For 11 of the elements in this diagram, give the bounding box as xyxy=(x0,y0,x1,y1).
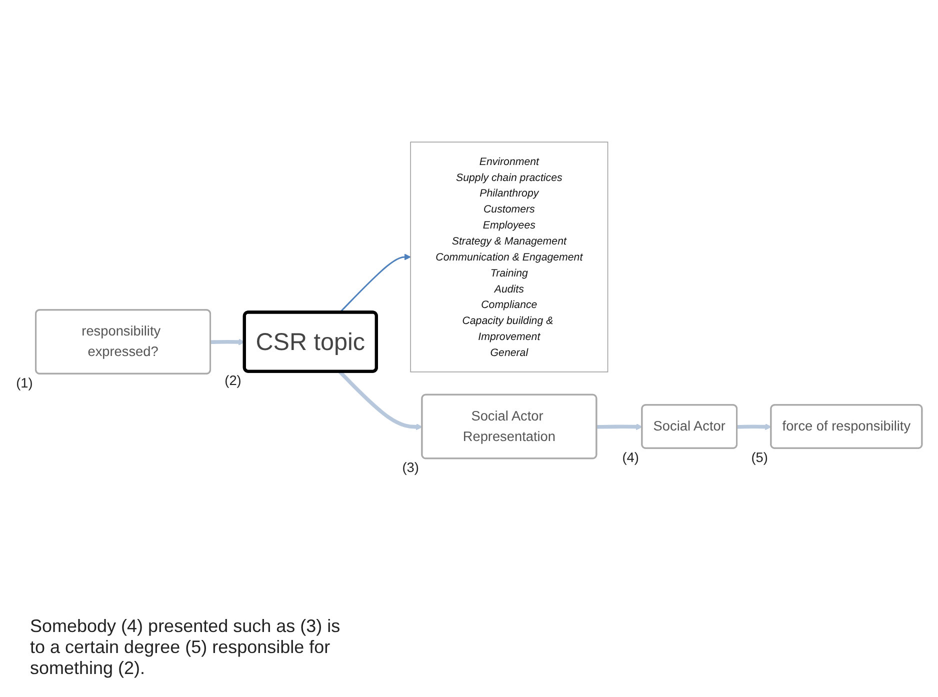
step-number: (2) xyxy=(224,373,242,388)
arrow xyxy=(210,339,246,346)
step-number: (4) xyxy=(622,450,639,466)
node-box: Environment Supply chain practices Philanthropy Customers Employees Strategy & Management Communication & Engagement Training Audits Compliance Capacity building & Improvement General xyxy=(410,142,608,373)
arrow xyxy=(596,424,643,431)
step-number: (5) xyxy=(751,450,768,466)
arrow xyxy=(338,370,423,431)
note-text: Somebody (4) presented such as (3) is to a certain degree (5) responsible for something (2). xyxy=(30,616,342,679)
arrow xyxy=(737,424,772,431)
step-number: (1) xyxy=(16,376,33,391)
step-number: (3) xyxy=(402,460,419,476)
